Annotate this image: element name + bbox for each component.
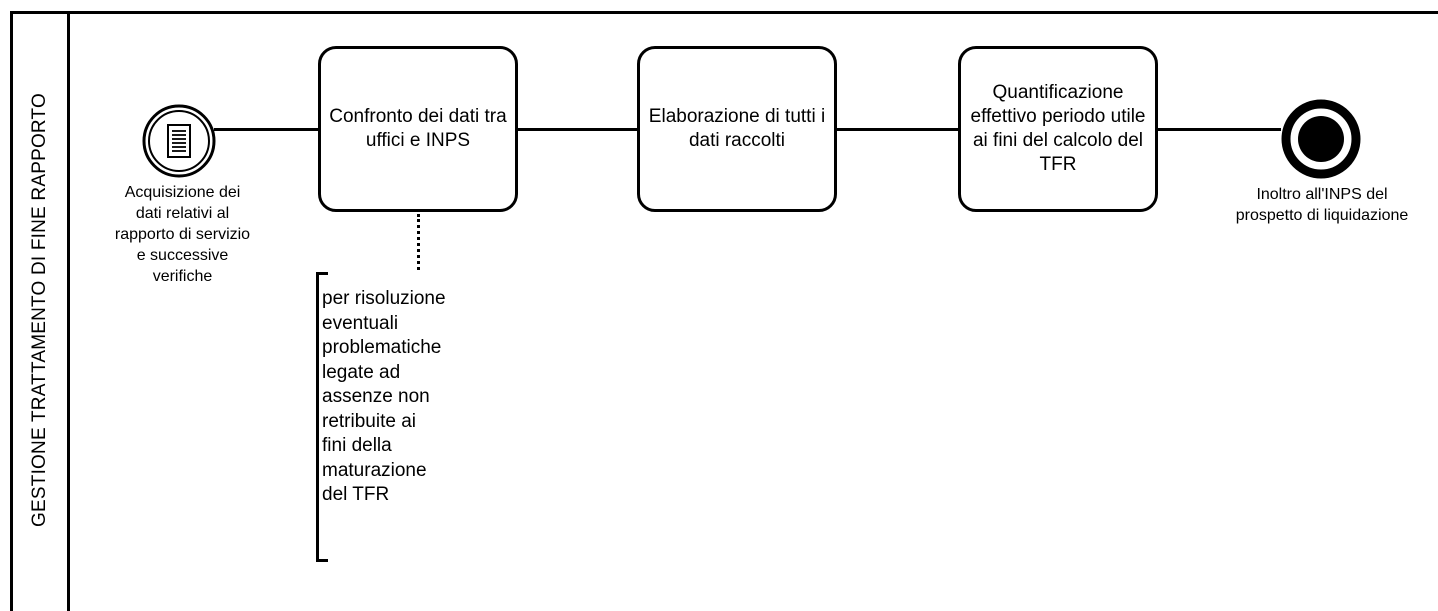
annotation-line: eventuali <box>322 312 399 334</box>
lane-header: GESTIONE TRATTAMENTO DI FINE RAPPORTO <box>13 14 67 606</box>
sequence-flow-1 <box>214 128 320 131</box>
start-event[interactable] <box>141 103 217 179</box>
annotation-line: fini della <box>322 435 392 456</box>
sequence-flow-4 <box>1157 128 1281 131</box>
task-confronto-dati[interactable]: Confronto dei dati tra uffici e INPS <box>318 46 518 212</box>
end-event[interactable] <box>1279 97 1363 181</box>
task-elaborazione-dati[interactable]: Elaborazione di tutti i dati raccolti <box>637 46 837 212</box>
message-document-icon <box>167 124 191 158</box>
task-label: Quantificazione effettivo periodo utile … <box>970 82 1146 175</box>
text-annotation: per risoluzione eventuali problematiche … <box>322 287 522 508</box>
annotation-line: retribuite ai <box>322 410 416 432</box>
annotation-line: per risoluzione <box>322 288 446 309</box>
annotation-association <box>417 214 420 270</box>
annotation-line: maturazione <box>322 459 427 481</box>
annotation-line: del TFR <box>322 484 390 505</box>
pool-border <box>10 11 1438 611</box>
task-quantificazione-periodo[interactable]: Quantificazione effettivo periodo utile … <box>958 46 1158 212</box>
lane-title: GESTIONE TRATTAMENTO DI FINE RAPPORTO <box>29 93 50 527</box>
task-label: Elaborazione di tutti i dati raccolti <box>648 106 826 151</box>
sequence-flow-2 <box>517 128 639 131</box>
lane-divider <box>67 11 70 611</box>
annotation-line: legate ad <box>322 361 401 383</box>
start-event-label: Acquisizione dei dati relativi al rappor… <box>114 184 251 285</box>
end-event-label: Inoltro all'INPS del prospetto di liquid… <box>1235 186 1409 224</box>
sequence-flow-3 <box>836 128 960 131</box>
annotation-line: assenze non <box>322 386 430 407</box>
task-label: Confronto dei dati tra uffici e INPS <box>329 106 507 151</box>
annotation-line: problematiche <box>322 337 442 358</box>
text-annotation-bracket <box>316 272 328 562</box>
